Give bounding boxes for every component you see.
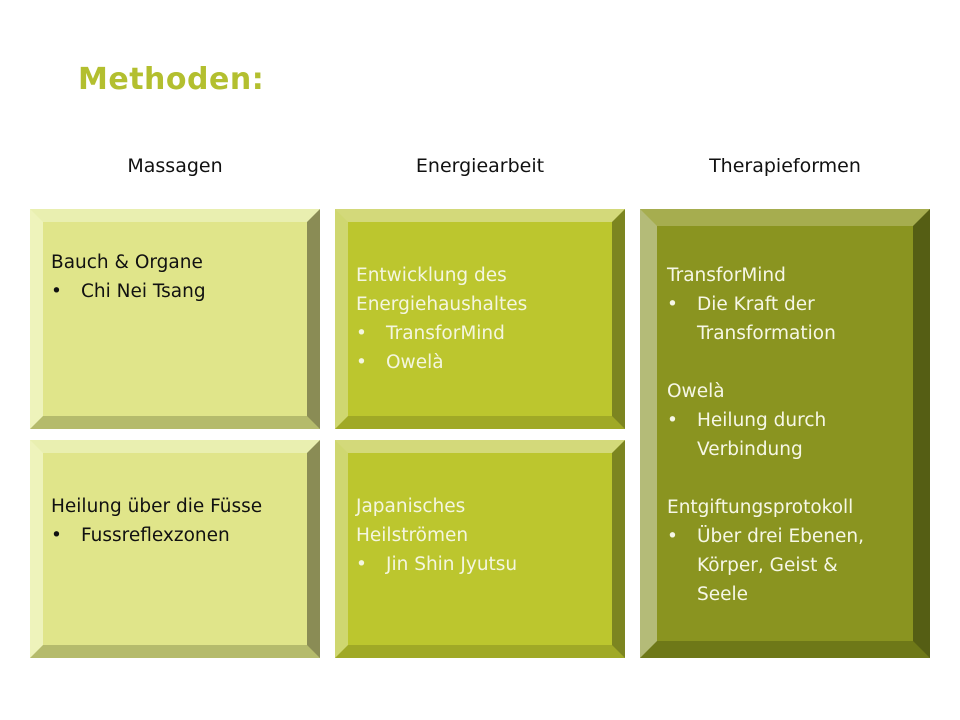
- bullet-item: •Fussreflexzonen: [51, 525, 230, 546]
- therapy-group-entgiftung: Entgiftungsprotokoll •Über drei Ebenen,K…: [667, 493, 909, 609]
- column-header-massagen: Massagen: [127, 155, 223, 177]
- box-bauch-organe: Bauch & Organe •Chi Nei Tsang: [30, 209, 320, 429]
- box-heading: Japanisches: [356, 496, 466, 517]
- bullet-item: •Owelà: [356, 352, 444, 373]
- box-heading: Heilung über die Füsse: [51, 496, 263, 517]
- column-header-energiearbeit: Energiearbeit: [415, 155, 545, 177]
- box-heading: Energiehaushaltes: [356, 294, 528, 315]
- box-energiehaushalt: Entwicklung des Energiehaushaltes •Trans…: [335, 209, 625, 429]
- box-heading: Entwicklung des: [356, 265, 507, 286]
- column-header-therapieformen: Therapieformen: [709, 155, 861, 177]
- slide-title: Methoden:: [78, 62, 265, 97]
- bullet-item: •Chi Nei Tsang: [51, 281, 206, 302]
- bullet-item: •TransforMind: [356, 323, 505, 344]
- bullet-item: •Jin Shin Jyutsu: [356, 554, 518, 575]
- box-heading: Bauch & Organe: [51, 252, 203, 273]
- box-heilung-fuesse: Heilung über die Füsse •Fussreflexzonen: [30, 440, 320, 658]
- bullet-item: •Über drei Ebenen,Körper, Geist &Seele: [667, 526, 865, 605]
- box-heading: Heilströmen: [356, 525, 469, 546]
- box-heilstroemen: Japanisches Heilströmen •Jin Shin Jyutsu: [335, 440, 625, 658]
